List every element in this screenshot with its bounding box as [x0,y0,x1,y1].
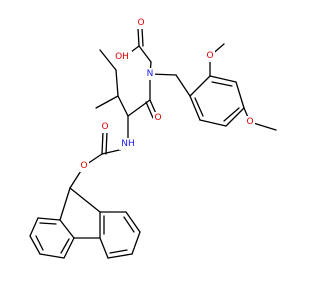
carbamate-nh-label: NH [121,139,135,149]
bond [115,69,119,97]
label-background [100,121,110,133]
bond [138,45,152,63]
chemical-structure: OH O N O NH O O O O [0,0,300,300]
bond [37,217,61,221]
bond [235,81,245,109]
background [0,0,300,300]
bond [209,75,237,83]
methoxy-oxygen-label: O [206,51,213,61]
label-background [205,50,215,62]
bond [107,253,133,259]
bond [189,75,211,97]
bond [59,187,71,221]
bond [175,74,191,97]
bond [99,49,117,71]
label-background [153,112,163,124]
label-background [145,68,155,80]
bond [69,187,101,213]
bond [60,238,70,254]
bond [225,107,245,127]
carbamate-carbonyl-oxygen-label: O [101,122,108,132]
bond [29,217,39,237]
label-background [112,51,132,63]
bond [127,99,151,117]
acid-hydroxyl-label: OH [115,52,129,62]
methoxy-oxygen-label: O [246,117,253,127]
bond [39,253,65,259]
bond [35,235,44,251]
carbamate-ester-oxygen-label: O [80,161,87,171]
bond [137,27,140,47]
bond [29,235,41,255]
bond [125,211,141,233]
bond [105,131,108,155]
bond [95,95,119,109]
bond [131,231,141,255]
bond [63,237,75,259]
atom-label-layer: OH O N O NH O O O O [79,17,255,172]
amide-oxygen-label: O [154,113,161,123]
bond [211,81,233,87]
label-background [245,116,255,128]
bond [189,95,201,121]
bond [59,219,75,239]
bond [39,222,57,225]
acid-carbonyl-oxygen-label: O [137,18,144,28]
bond [117,95,129,117]
bond [141,27,144,47]
bond [123,216,135,233]
bond-layer [29,27,277,259]
label-background [119,138,137,150]
bond [194,97,204,117]
amide-nitrogen-label: N [147,69,154,79]
bond [109,249,128,254]
bond [99,237,109,259]
bond [101,131,104,155]
bond [223,107,240,122]
bond [199,119,227,127]
bond [145,101,154,119]
label-background [136,17,146,29]
label-background [79,160,89,172]
